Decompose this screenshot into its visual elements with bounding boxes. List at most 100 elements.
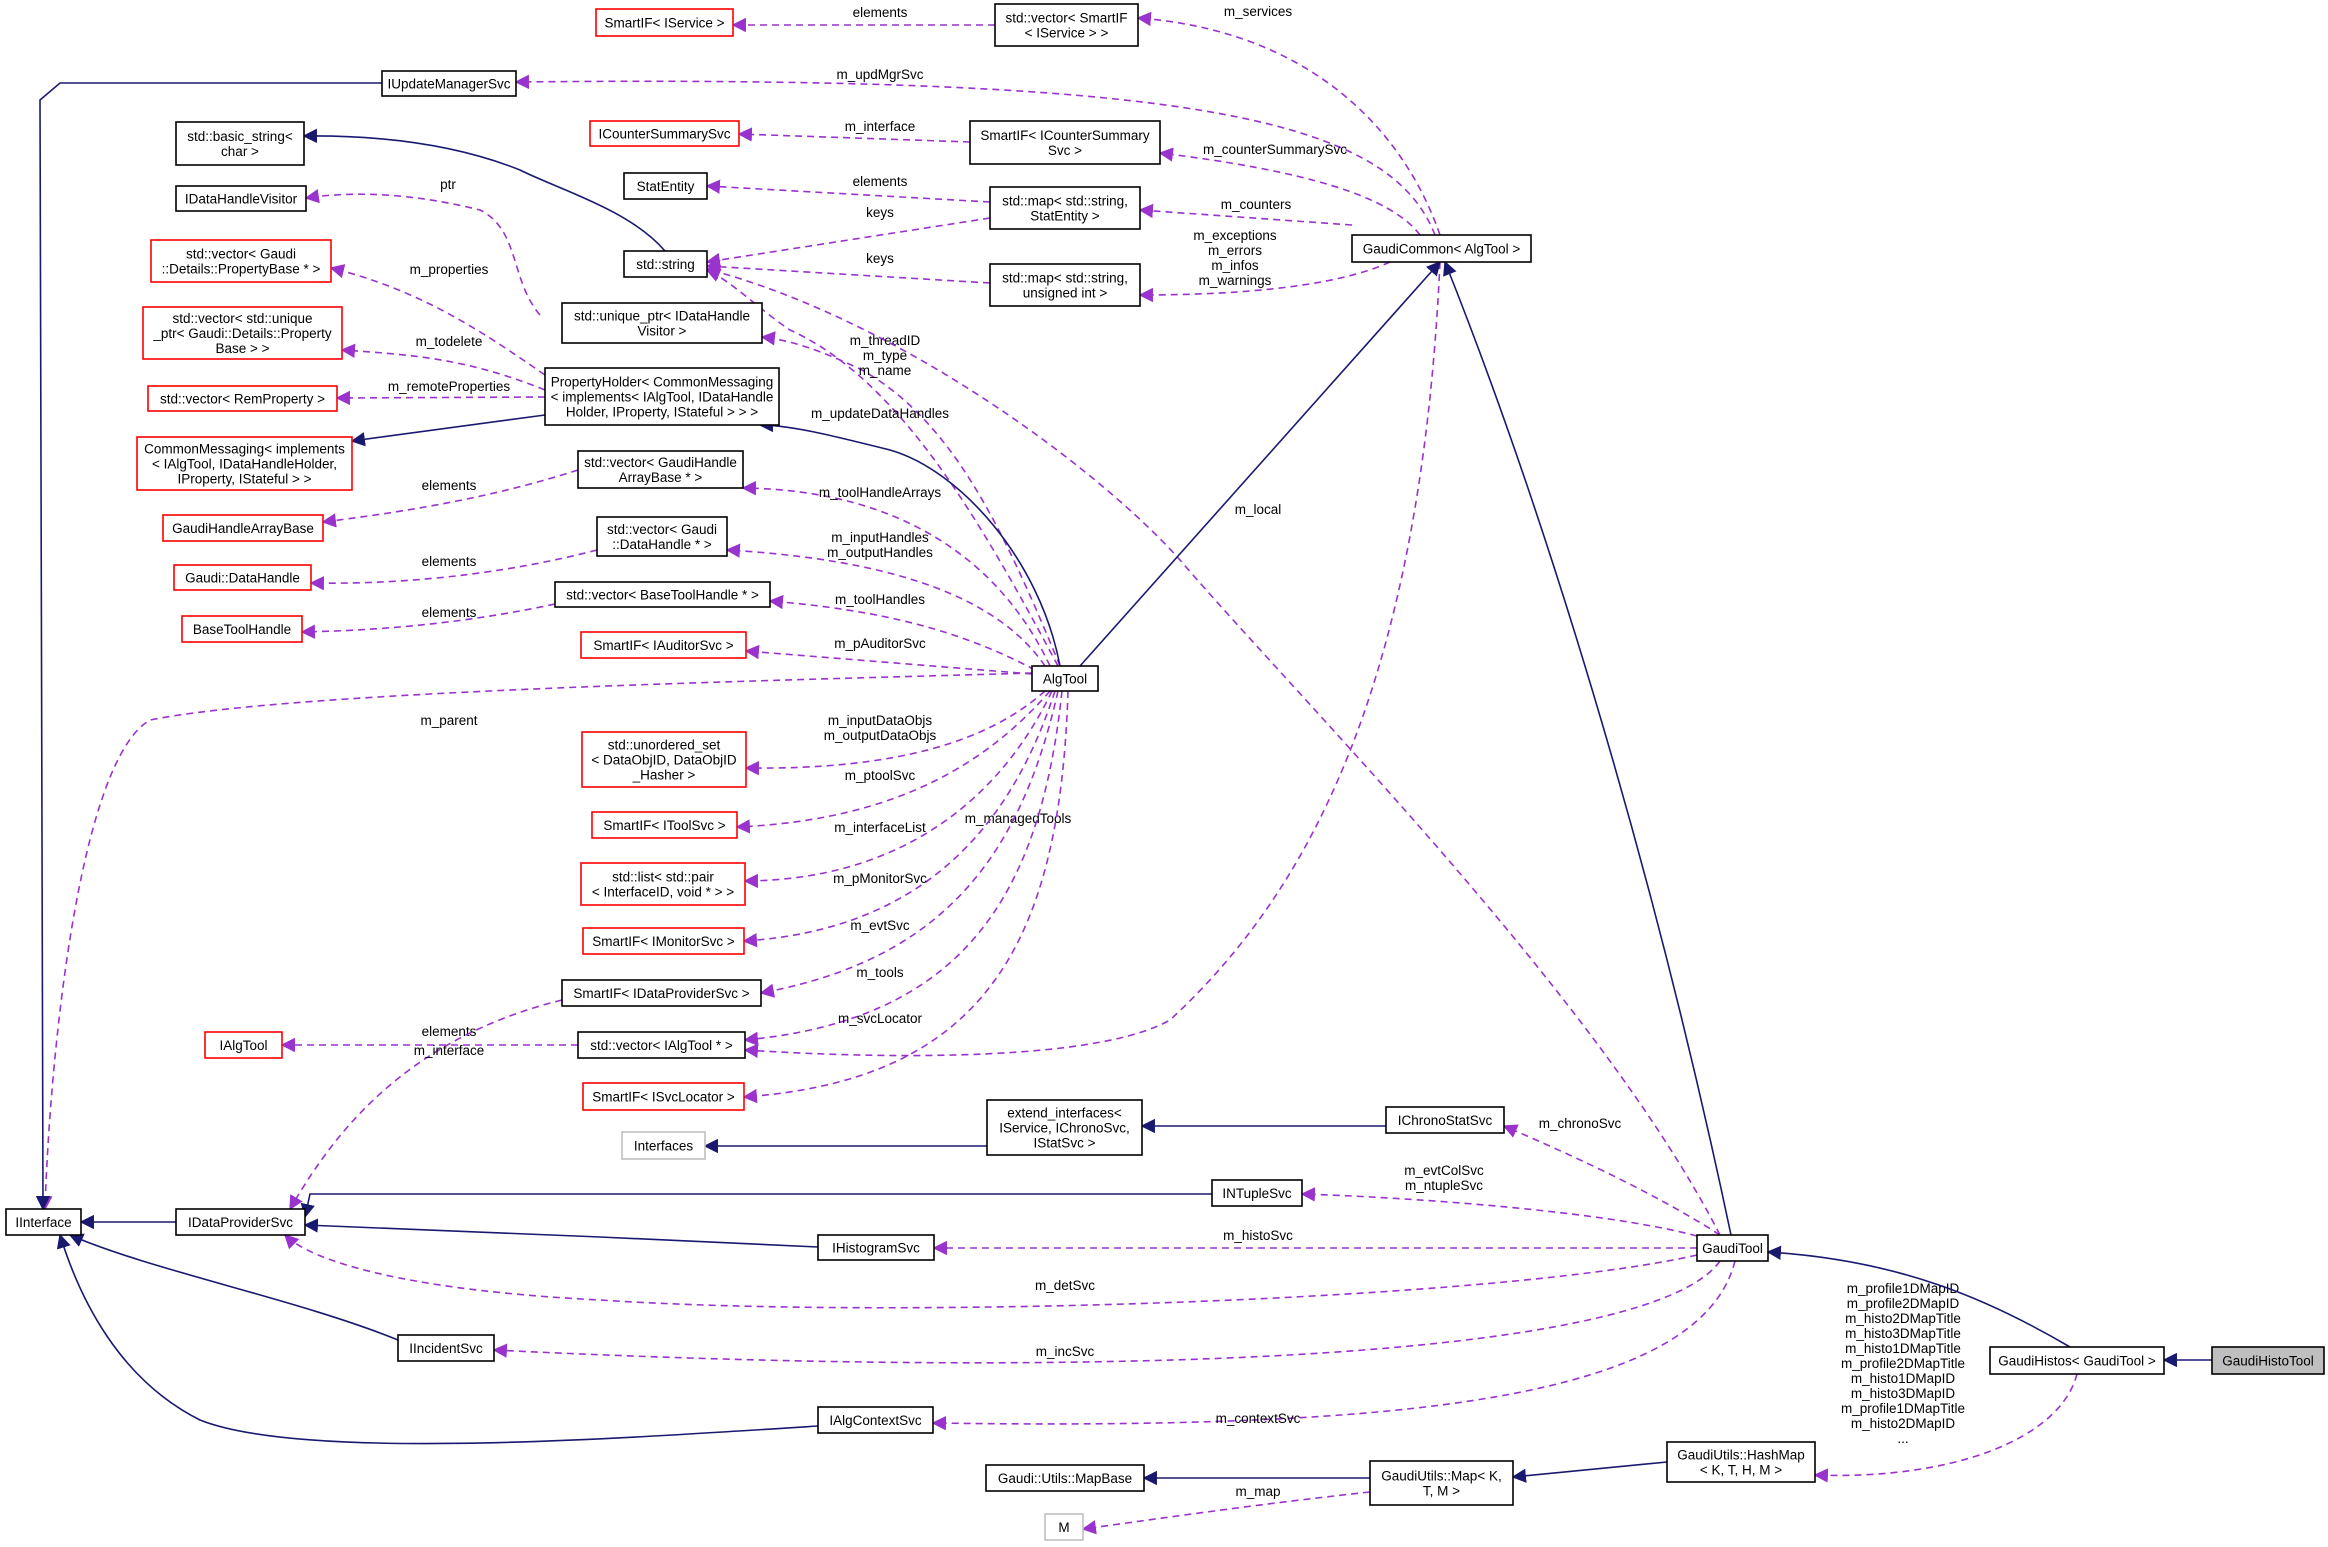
inheritance-arrow: [350, 414, 546, 447]
class-node-m-type[interactable]: M: [1044, 1513, 1084, 1541]
class-node-hashmap[interactable]: GaudiUtils::HashMap< K, T, H, M >: [1666, 1441, 1816, 1483]
edge-label: m_todelete: [416, 334, 483, 349]
class-name: < DataObjID, DataObjID: [591, 753, 736, 768]
class-node-smartif-idataprovidersvc[interactable]: SmartIF< IDataProviderSvc >: [561, 979, 762, 1007]
class-node-gaudicommon-algtool[interactable]: GaudiCommon< AlgTool >: [1351, 234, 1532, 263]
class-node-vector-ialgtool[interactable]: std::vector< IAlgTool * >: [577, 1031, 746, 1059]
class-node-statentity[interactable]: StatEntity: [623, 172, 708, 200]
class-node-ialgcontextsvc[interactable]: IAlgContextSvc: [817, 1406, 934, 1434]
class-node-std-string[interactable]: std::string: [623, 250, 708, 278]
class-node-unique-ptr-visitor[interactable]: std::unique_ptr< IDataHandleVisitor >: [561, 302, 763, 344]
class-box: [595, 8, 734, 37]
class-node-mapbase[interactable]: Gaudi::Utils::MapBase: [985, 1464, 1145, 1492]
usage-edge: m_remoteProperties: [335, 379, 546, 406]
class-node-iincidentsvc[interactable]: IIncidentSvc: [397, 1334, 495, 1362]
class-node-icountersummarysvc[interactable]: ICounterSummarySvc: [589, 120, 740, 147]
class-node-iupdatemanagersvc[interactable]: IUpdateManagerSvc: [381, 70, 517, 97]
class-node-smartif-imonitorsvc[interactable]: SmartIF< IMonitorSvc >: [582, 927, 745, 955]
class-name: SmartIF< IAuditorSvc >: [593, 638, 733, 653]
class-node-interfaces[interactable]: Interfaces: [621, 1131, 706, 1160]
class-node-gaudihistotool[interactable]: GaudiHistoTool: [2211, 1346, 2325, 1375]
edge-label: m_outputHandles: [827, 545, 933, 560]
class-node-smartif-icountersummarysvc[interactable]: SmartIF< ICounterSummarySvc >: [969, 120, 1161, 165]
class-node-vector-gaudihandlearraybase[interactable]: std::vector< GaudiHandleArrayBase * >: [577, 450, 744, 489]
class-name: M: [1058, 1520, 1069, 1535]
usage-edge: m_services: [1136, 4, 1441, 236]
class-box: [1666, 1441, 1816, 1483]
class-name: IDataHandleVisitor: [185, 192, 298, 207]
usage-edge: m_updMgrSvc: [514, 67, 1436, 236]
class-node-basetoolhandle[interactable]: BaseToolHandle: [181, 615, 303, 643]
class-node-smartif-isvclocator[interactable]: SmartIF< ISvcLocator >: [582, 1082, 745, 1111]
class-name: IStatSvc >: [1034, 1136, 1096, 1151]
class-node-idatahandlevisitor[interactable]: IDataHandleVisitor: [175, 185, 307, 212]
class-name: _Hasher >: [632, 768, 696, 783]
class-node-gaudi-datahandle[interactable]: Gaudi::DataHandle: [173, 564, 312, 591]
inheritance-edge: [68, 1233, 399, 1341]
usage-edge: m_map: [1081, 1484, 1371, 1535]
class-node-vector-smartif-iservice[interactable]: std::vector< SmartIF< IService > >: [994, 3, 1139, 47]
class-name: std::vector< GaudiHandle: [584, 455, 737, 470]
class-name: GaudiUtils::Map< K,: [1381, 1469, 1501, 1484]
inheritance-edge: [303, 1218, 819, 1248]
edge-label: m_profile2DMapTitle: [1841, 1356, 1965, 1371]
class-box: [1369, 1460, 1514, 1506]
class-node-extend-interfaces[interactable]: extend_interfaces<IService, IChronoSvc,I…: [986, 1099, 1143, 1156]
class-box: [175, 1208, 306, 1236]
class-node-vector-propertybase[interactable]: std::vector< Gaudi::Details::PropertyBas…: [150, 239, 332, 283]
class-node-gaudihandlearraybase[interactable]: GaudiHandleArrayBase: [162, 514, 324, 542]
usage-arrow: [743, 690, 1053, 889]
usage-edge: m_tools: [743, 690, 1063, 1046]
class-name: ::Details::PropertyBase * >: [162, 262, 321, 277]
inheritance-arrow: [303, 1218, 819, 1248]
inheritance-arrow: [300, 1193, 1212, 1219]
inheritance-edge: [758, 417, 1061, 667]
class-node-ichronostatsvc[interactable]: IChronoStatSvc: [1385, 1106, 1505, 1134]
class-box: [582, 927, 745, 955]
class-node-list-pair-interfaceid[interactable]: std::list< std::pair< InterfaceID, void …: [580, 862, 746, 906]
class-node-basic-string[interactable]: std::basic_string<char >: [175, 121, 305, 166]
class-node-ntuplesvc[interactable]: INTupleSvc: [1211, 1179, 1303, 1207]
class-name: AlgTool: [1043, 672, 1087, 687]
class-box: [589, 120, 740, 147]
class-node-unordered-set-dataobjid[interactable]: std::unordered_set< DataObjID, DataObjID…: [581, 731, 747, 788]
inheritance-arrow: [56, 1233, 819, 1445]
class-node-smartif-iservice[interactable]: SmartIF< IService >: [595, 8, 734, 37]
class-node-vector-remproperty[interactable]: std::vector< RemProperty >: [147, 385, 338, 412]
usage-arrow: [1300, 1187, 1698, 1237]
class-name: PropertyHolder< CommonMessaging: [551, 375, 773, 390]
inheritance-edge: [1443, 260, 1732, 1236]
class-node-gaudiutils-map[interactable]: GaudiUtils::Map< K,T, M >: [1369, 1460, 1514, 1506]
edge-label: elements: [853, 174, 908, 189]
class-box: [1351, 234, 1532, 263]
class-node-vector-datahandle[interactable]: std::vector< Gaudi::DataHandle * >: [596, 516, 728, 557]
edge-label: ptr: [440, 177, 456, 192]
class-node-algtool[interactable]: AlgTool: [1031, 665, 1099, 692]
class-node-ialgtool[interactable]: IAlgTool: [204, 1031, 283, 1059]
class-name: StatEntity >: [1030, 209, 1100, 224]
class-name: Svc >: [1048, 143, 1082, 158]
class-node-map-string-statentity[interactable]: std::map< std::string,StatEntity >: [989, 186, 1141, 230]
class-box: [582, 1082, 745, 1111]
class-node-vector-basetoolhandle[interactable]: std::vector< BaseToolHandle * >: [554, 581, 771, 608]
edge-label: elements: [422, 1024, 477, 1039]
class-node-commonmessaging[interactable]: CommonMessaging< implements< IAlgTool, I…: [136, 436, 353, 491]
class-node-vector-unique-ptr-propertybase[interactable]: std::vector< std::unique_ptr< Gaudi::Det…: [142, 306, 343, 360]
class-node-map-string-uint[interactable]: std::map< std::string,unsigned int >: [989, 263, 1141, 307]
usage-arrow: [725, 543, 1046, 667]
class-node-gaudihistos-gauditool[interactable]: GaudiHistos< GaudiTool >: [1989, 1346, 2165, 1375]
edge-label: m_interface: [845, 119, 916, 134]
class-node-ihistogramsvc[interactable]: IHistogramSvc: [817, 1234, 935, 1261]
edge-label: m_inputDataObjs: [828, 713, 933, 728]
class-name: IDataProviderSvc: [188, 1215, 293, 1230]
usage-edge: m_todelete: [340, 334, 546, 391]
class-node-gauditool[interactable]: GaudiTool: [1696, 1234, 1769, 1262]
class-node-smartif-iauditorsvc[interactable]: SmartIF< IAuditorSvc >: [580, 631, 747, 659]
usage-edge: m_contextSvc: [931, 1260, 1736, 1431]
class-node-idataprovidersvc[interactable]: IDataProviderSvc: [175, 1208, 306, 1236]
edge-label: m_interface: [414, 1043, 485, 1058]
class-node-propertyholder[interactable]: PropertyHolder< CommonMessaging< impleme…: [544, 367, 780, 426]
class-node-iinterface[interactable]: IInterface: [5, 1208, 82, 1236]
class-node-smartif-itoolsvc[interactable]: SmartIF< IToolSvc >: [591, 811, 738, 839]
class-name: _ptr< Gaudi::Details::Property: [152, 326, 331, 341]
